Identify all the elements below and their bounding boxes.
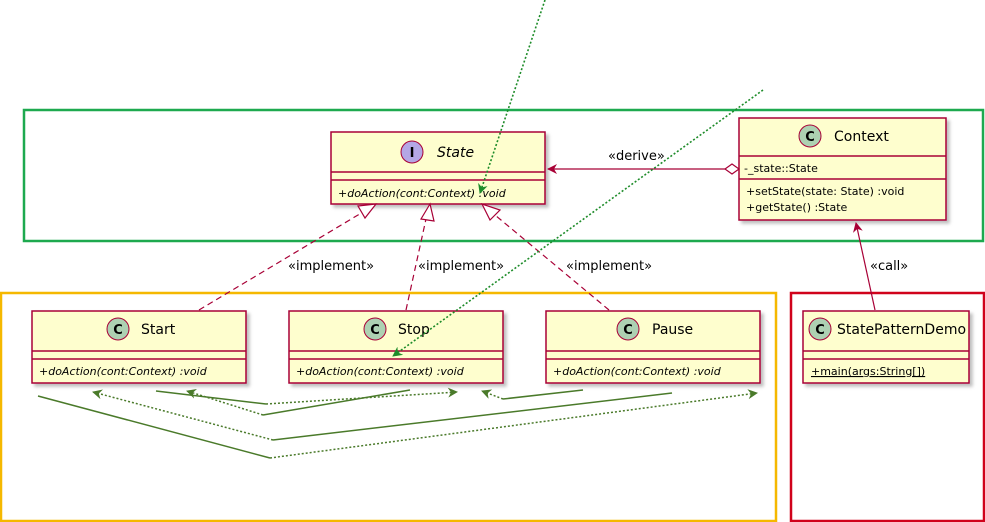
badge-letter: C: [370, 323, 380, 338]
class-name-stop: Stop: [398, 322, 430, 338]
package-green: [22, 108, 985, 243]
realization-triangle-icon: [357, 203, 378, 220]
badge-letter: C: [623, 323, 633, 338]
class-name-statepatterndemo: StatePatternDemo: [837, 322, 966, 338]
member-pause-doaction: +doAction(cont:Context) :void: [553, 365, 722, 378]
badge-letter: C: [805, 130, 815, 145]
class-name-start: Start: [141, 322, 176, 338]
relation-call: «call»: [853, 222, 908, 311]
class-badge-icon: [363, 317, 387, 341]
class-badge-icon: [808, 317, 832, 341]
class-statepatterndemo[interactable]: C StatePatternDemo +main(args:String[]): [802, 310, 970, 384]
member-state-doaction: +doAction(cont:Context) :void: [338, 187, 507, 200]
member-stop-doaction: +doAction(cont:Context) :void: [296, 365, 465, 378]
class-badge-icon: [106, 317, 130, 341]
interface-badge-icon: [400, 140, 424, 164]
field-context-state: -_state::State: [744, 162, 818, 175]
class-stop[interactable]: C Stop +doAction(cont:Context) :void: [288, 310, 504, 384]
package-yellow: [0, 291, 778, 522]
label-derive: «derive»: [608, 149, 665, 164]
badge-letter: I: [410, 146, 415, 161]
annotation-arrows-olive: [37, 387, 758, 459]
realization-triangle-icon: [420, 202, 435, 222]
aggregation-diamond-icon: [723, 163, 741, 175]
class-pause[interactable]: C Pause +doAction(cont:Context) :void: [545, 310, 761, 384]
label-implement-stop: «implement»: [418, 259, 504, 274]
relation-derive: «derive»: [547, 149, 741, 175]
relation-implement-stop: «implement»: [405, 202, 504, 311]
method-context-setstate: +setState(state: State) :void: [746, 185, 904, 198]
class-start[interactable]: C Start +doAction(cont:Context) :void: [31, 310, 247, 384]
class-badge-icon: [798, 124, 822, 148]
badge-letter: C: [815, 323, 825, 338]
package-red: [789, 291, 985, 522]
label-call: «call»: [870, 259, 908, 274]
member-demo-main: +main(args:String[]): [811, 365, 925, 378]
class-badge-icon: [616, 317, 640, 341]
annotation-arrows-green: [392, 0, 764, 357]
label-implement-start: «implement»: [288, 259, 374, 274]
method-context-getstate: +getState() :State: [746, 201, 848, 214]
class-context[interactable]: C Context -_state::State +setState(state…: [738, 117, 947, 221]
class-name-state: State: [437, 145, 474, 161]
realization-triangle-icon: [480, 202, 502, 222]
member-start-doaction: +doAction(cont:Context) :void: [39, 365, 208, 378]
class-name-context: Context: [834, 129, 889, 145]
class-state[interactable]: I State +doAction(cont:Context) :void: [330, 131, 546, 205]
label-implement-pause: «implement»: [566, 259, 652, 274]
badge-letter: C: [113, 323, 123, 338]
class-name-pause: Pause: [652, 322, 693, 338]
relation-implement-pause: «implement»: [480, 202, 652, 311]
relation-implement-start: «implement»: [198, 203, 378, 311]
